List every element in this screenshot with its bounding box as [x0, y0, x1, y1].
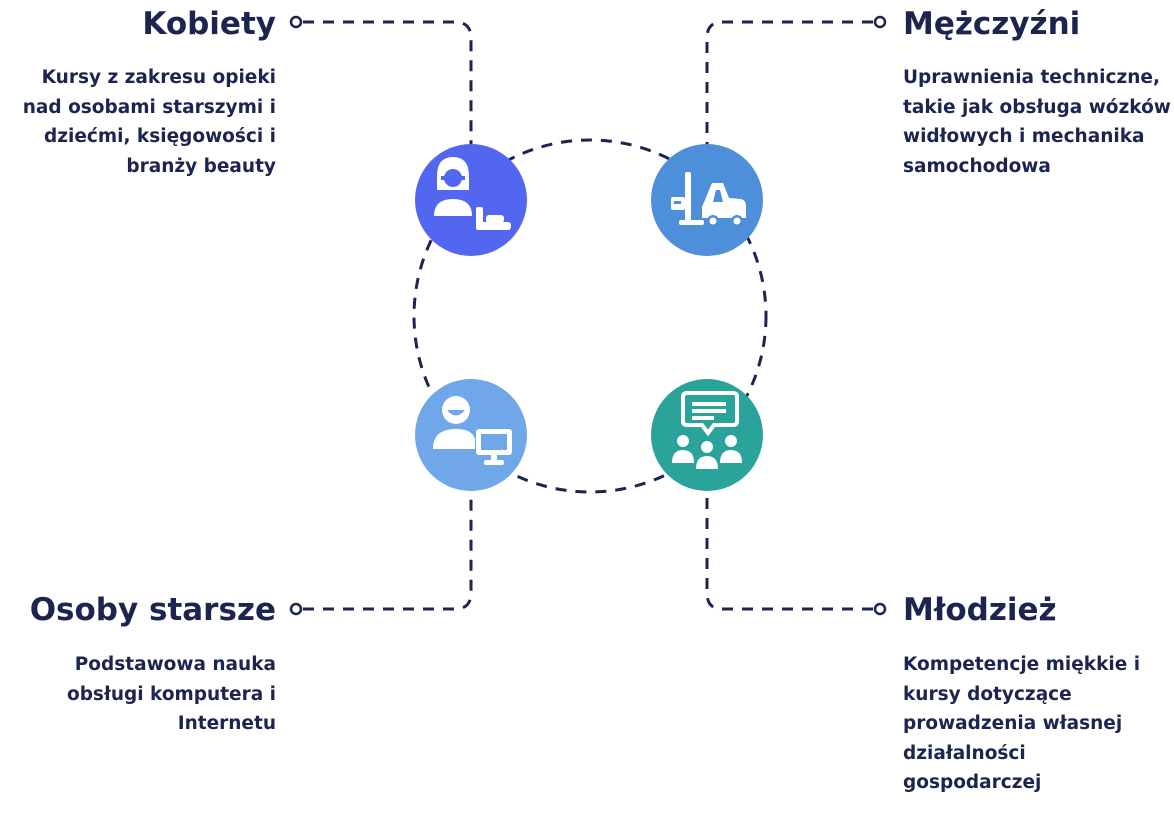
caregiver-icon — [434, 157, 511, 230]
title-women: Kobiety — [142, 6, 276, 42]
group-discussion-icon — [672, 391, 742, 469]
connector-dot-seniors — [289, 602, 303, 616]
connector-dot-youth — [873, 602, 887, 616]
description-seniors: Podstawowa nauka obsługi komputera i Int… — [66, 654, 276, 734]
node-youth — [651, 379, 763, 491]
connector-women — [303, 20, 473, 150]
connector-dot-women — [289, 15, 303, 29]
forklift-icon — [671, 172, 746, 227]
connector-dot-men — [873, 15, 887, 29]
connector-youth — [705, 486, 873, 611]
title-men: Mężczyźni — [903, 6, 1081, 42]
node-men — [651, 144, 763, 256]
description-youth: Kompetencje miękkie i kursy dotyczące pr… — [903, 654, 1141, 793]
title-youth: Młodzież — [903, 592, 1057, 628]
title-seniors: Osoby starsze — [29, 592, 276, 628]
computer-user-icon — [433, 396, 512, 465]
connector-seniors — [303, 486, 473, 611]
node-women — [415, 144, 527, 256]
central-dashed-circle — [412, 138, 768, 494]
node-women-circle — [415, 144, 527, 256]
node-seniors — [415, 379, 527, 491]
description-women: Kursy z zakresu opieki nad osobami stars… — [22, 67, 276, 177]
description-men: Uprawnienia techniczne, takie jak obsług… — [903, 67, 1171, 177]
connector-men — [705, 20, 873, 150]
